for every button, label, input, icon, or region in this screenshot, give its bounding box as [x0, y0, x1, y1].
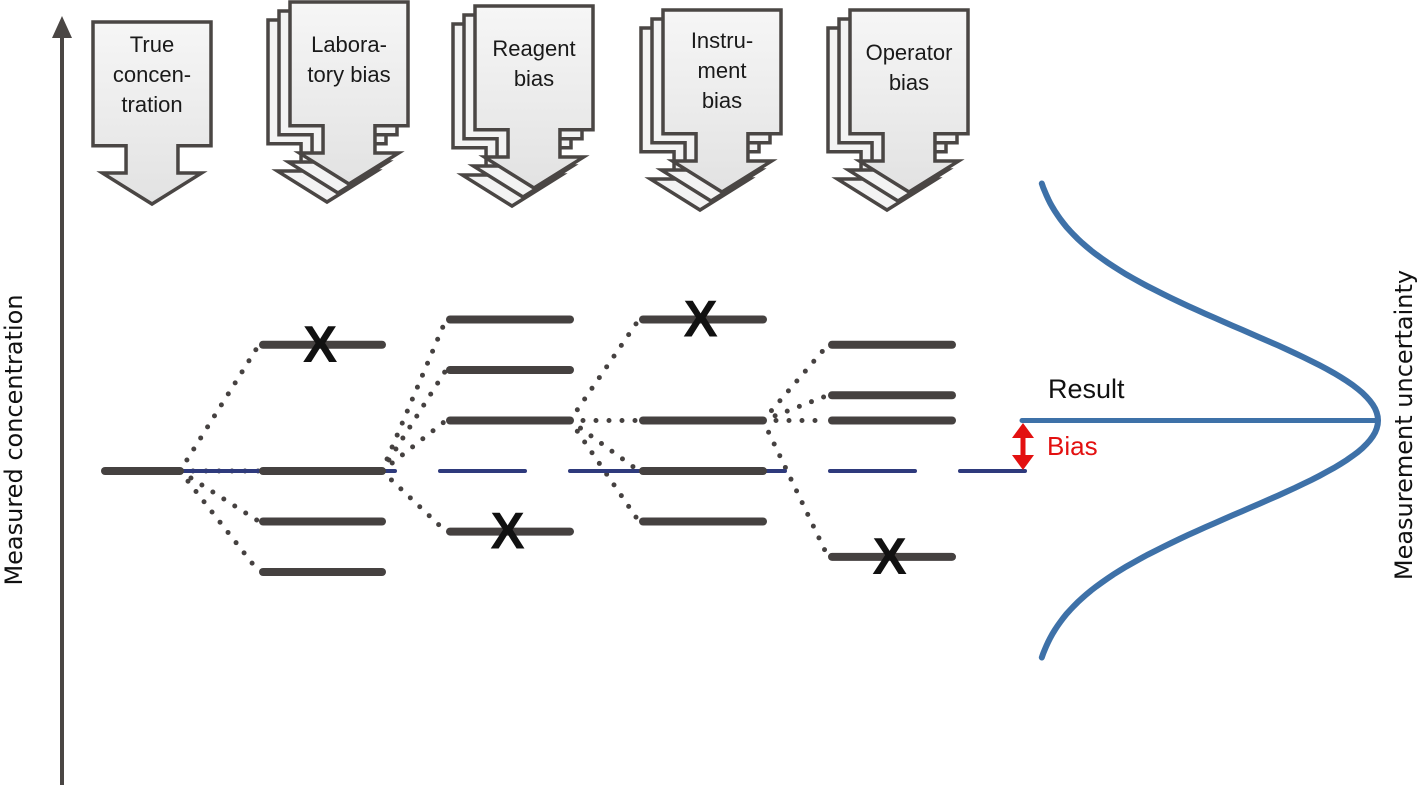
y-axis-label: Measured concentration [0, 294, 28, 585]
reject-x-icon: X [683, 291, 718, 349]
result-group: Result Bias [1012, 180, 1382, 661]
stage-title-line: Labora- [311, 32, 387, 57]
stage-title-line: tration [121, 92, 182, 117]
stage-arrow-icon [661, 8, 783, 195]
stage-arrow-icon [473, 4, 595, 191]
connector-dots [379, 367, 449, 474]
bias-label: Bias [1047, 431, 1098, 461]
stage-title-line: bias [702, 88, 742, 113]
connector-dots [177, 468, 262, 575]
y-axis [52, 16, 72, 785]
connector-dots [760, 342, 831, 423]
stage-arrow-icon [848, 8, 970, 195]
y-axis-arrowhead-icon [52, 16, 72, 38]
stage-box-reagent: Reagent bias [451, 4, 595, 209]
connector-dots [760, 392, 831, 423]
bias-arrow-icon [1012, 423, 1034, 470]
connector-dots [177, 342, 262, 474]
stage-title-line: Operator [866, 40, 953, 65]
stage-title-line: True [130, 32, 174, 57]
stage-title-line: bias [514, 66, 554, 91]
uncertainty-label: Measurement uncertainty [1390, 270, 1418, 580]
connector-dots [379, 418, 449, 474]
connector-dots [177, 468, 262, 524]
stage-box-true: True concen-tration [91, 20, 213, 207]
stage-title-line: concen- [113, 62, 191, 87]
stage-box-instrument: Instru-ment bias [639, 8, 783, 213]
reject-marks: X X X X [303, 291, 907, 586]
connector-dots [567, 418, 642, 474]
stage-box-operator: Operator bias [826, 8, 970, 213]
stage-arrow-icon [91, 20, 213, 207]
result-label: Result [1048, 374, 1125, 404]
stage-box-laboratory: Labora-tory bias [266, 0, 410, 205]
stage-boxes: True concen-tration Labora-tory bias Reagen… [91, 0, 970, 213]
reject-x-icon: X [872, 528, 907, 586]
stage-arrow-icon [288, 0, 410, 187]
stage-title-line: ment [698, 58, 747, 83]
connector-dots [760, 418, 831, 560]
reject-x-icon: X [303, 316, 338, 374]
connector-dots [567, 317, 642, 423]
levels [101, 315, 956, 576]
connector-dots [379, 468, 449, 535]
reject-x-icon: X [490, 503, 525, 561]
stage-title-line: bias [889, 70, 929, 95]
stage-title-line: tory bias [307, 62, 390, 87]
connector-dots [379, 317, 449, 474]
stage-title-line: Reagent [492, 36, 575, 61]
stage-title-line: Instru- [691, 28, 753, 53]
connector-dots [567, 418, 642, 524]
